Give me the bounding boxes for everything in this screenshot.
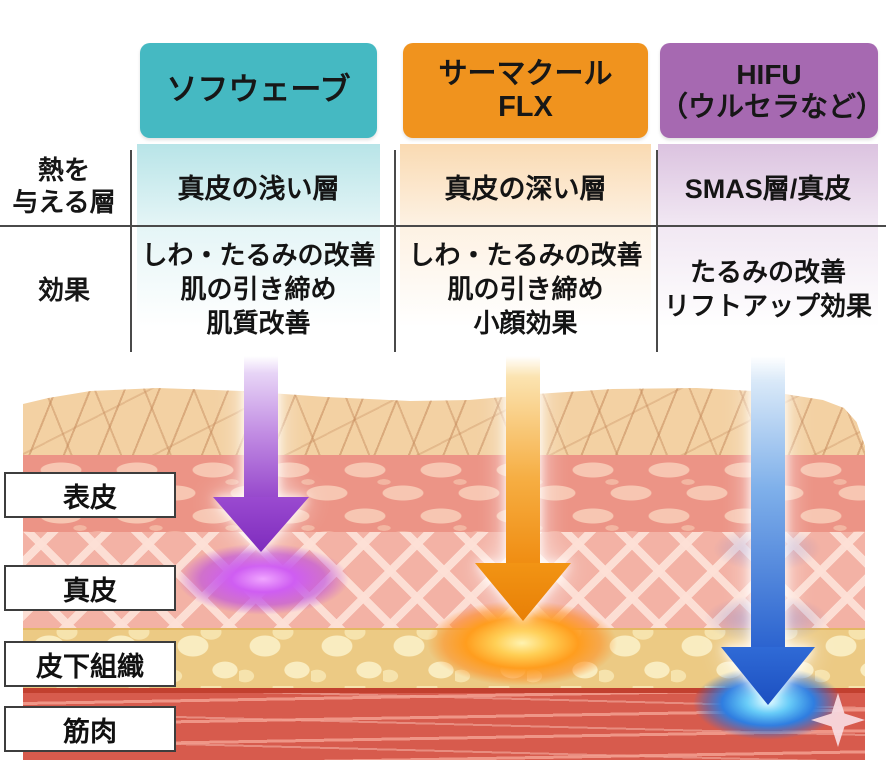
cell-thermacool-effects: しわ・たるみの改善 肌の引き締め 小顔効果 xyxy=(408,240,643,338)
thermacool-column-band xyxy=(400,144,651,352)
row-header-effect: 効果 xyxy=(37,274,90,305)
table-vertical-divider-1 xyxy=(130,150,132,352)
row-header-heat-layer: 熱を 与える層 xyxy=(12,154,116,218)
sofwave-arrow-shaft xyxy=(244,356,278,500)
header-thermacool-flx: サーマクール FLX xyxy=(403,43,648,138)
thermacool-arrow-head xyxy=(475,563,571,621)
label-muscle: 筋肉 xyxy=(4,706,176,752)
sofwave-depth-arrow-icon xyxy=(213,356,309,552)
thermacool-arrow-shaft xyxy=(506,356,540,566)
label-dermis: 真皮 xyxy=(4,565,176,611)
header-sofwave: ソフウェーブ xyxy=(140,43,377,138)
hifu-arrow-shaft xyxy=(751,356,785,650)
hifu-column-band xyxy=(658,144,878,352)
label-subcutaneous-tissue: 皮下組織 xyxy=(4,641,176,687)
cell-sofwave-effects: しわ・たるみの改善 肌の引き締め 肌質改善 xyxy=(141,240,376,338)
table-horizontal-divider xyxy=(0,225,886,227)
table-vertical-divider-3 xyxy=(656,150,658,352)
sofwave-arrow-head xyxy=(213,497,309,552)
hifu-arrow-head xyxy=(721,647,815,705)
cell-hifu-effects: たるみの改善 リフトアップ効果 xyxy=(663,257,872,321)
cell-sofwave-heat-layer: 真皮の浅い層 xyxy=(177,173,340,204)
cell-thermacool-heat-layer: 真皮の深い層 xyxy=(444,173,607,204)
table-vertical-divider-2 xyxy=(394,150,396,352)
label-epidermis: 表皮 xyxy=(4,472,176,518)
thermacool-depth-arrow-icon xyxy=(475,356,571,621)
sofwave-column-band xyxy=(137,144,380,352)
cell-hifu-heat-layer: SMAS層/真皮 xyxy=(684,173,852,204)
hifu-depth-arrow-icon xyxy=(721,356,815,705)
header-hifu: HIFU （ウルセラなど） xyxy=(660,43,884,138)
